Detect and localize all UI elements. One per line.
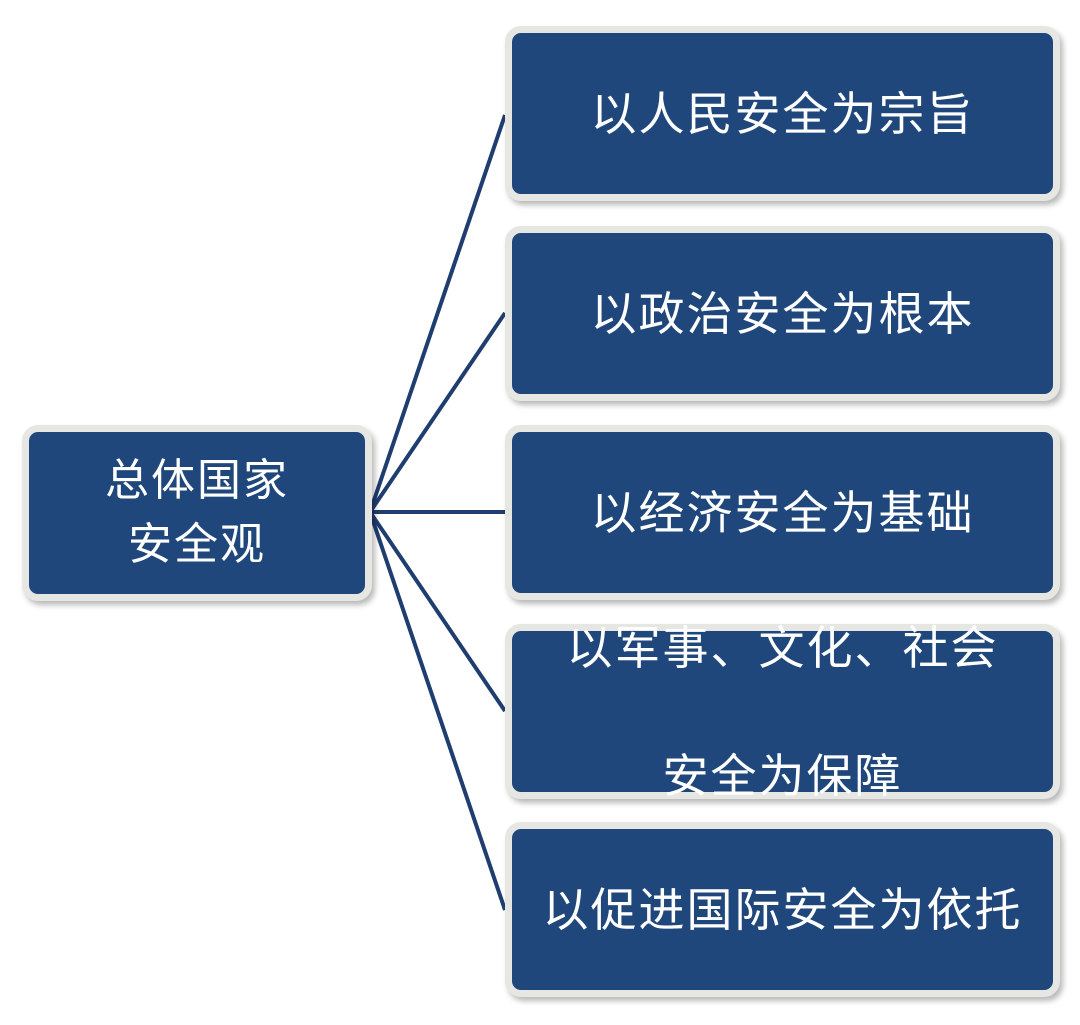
connector-line-1: [368, 114, 507, 513]
root-node-label-line1: 总体国家: [105, 455, 289, 506]
branch-node-label: 以人民安全为宗旨: [590, 86, 975, 141]
branch-node-label: 以军事、文化、社会 安全为保障: [567, 552, 999, 872]
branch-node-label: 以促进国际安全为依托: [542, 882, 1023, 937]
connector-line-5: [368, 511, 507, 911]
root-node-label-line2: 安全观: [128, 519, 266, 570]
connector-line-2: [368, 311, 507, 514]
branch-node-people-security: 以人民安全为宗旨: [505, 26, 1060, 201]
branch-node-label: 以政治安全为根本: [590, 286, 975, 341]
root-node-label: 总体国家 安全观: [105, 449, 289, 577]
branch-node-label-line1: 以军事、文化、社会: [566, 620, 999, 675]
branch-node-international-security: 以促进国际安全为依托: [505, 822, 1060, 997]
branch-node-military-cultural-social-security: 以军事、文化、社会 安全为保障: [505, 621, 1060, 803]
branch-node-label-line2: 安全为保障: [662, 748, 903, 803]
connector-line-4: [368, 510, 507, 713]
root-node: 总体国家 安全观: [22, 425, 372, 601]
branch-node-label: 以经济安全为基础: [590, 485, 975, 540]
branch-node-economic-security: 以经济安全为基础: [505, 425, 1060, 600]
branch-node-political-security: 以政治安全为根本: [505, 226, 1060, 401]
